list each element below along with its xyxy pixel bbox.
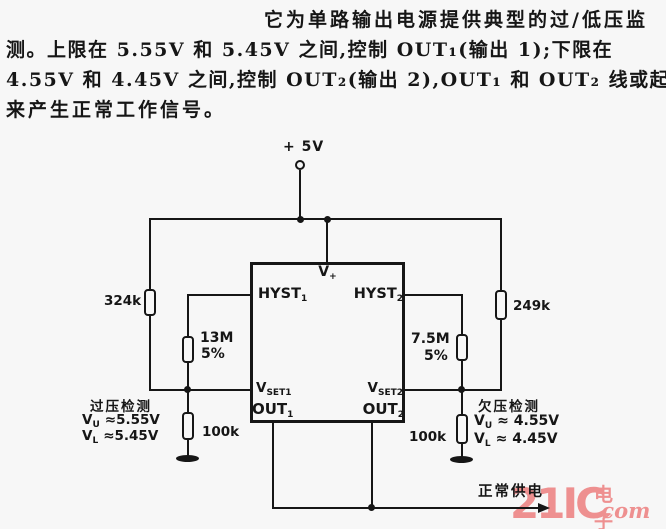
resistor-324k [144, 289, 156, 316]
resistor-13m-tolerance-label: 5% [201, 346, 225, 362]
wire-supply-stub [299, 170, 301, 220]
wire-249k-top [500, 220, 502, 292]
junction-dot-supply [297, 216, 304, 223]
resistor-75m-value-label: 7.5M [411, 331, 450, 347]
resistor-249k-label: 249k [513, 298, 551, 314]
ic-pin-hyst1-label: HYST1 [258, 286, 308, 304]
resistor-13m-value-label: 13M [200, 330, 234, 346]
watermark-domain: .com [594, 498, 651, 523]
ground-icon-left [176, 455, 199, 462]
overvoltage-title: 过压检测 [90, 399, 152, 415]
wire-vset1 [149, 389, 252, 391]
wire-100k-left-top [187, 391, 189, 414]
undervoltage-lower-limit: VL≈ 4.45V [474, 431, 558, 449]
resistor-100k-left-label: 100k [202, 424, 240, 440]
wire-13m-top [187, 296, 189, 338]
junction-dot-vset1 [184, 386, 191, 393]
watermark-site-name: 电子网 [594, 484, 615, 529]
resistor-75m-tolerance-label: 5% [424, 348, 448, 364]
ground-icon-right [450, 456, 473, 463]
overvoltage-lower-limit: VL≈5.45V [82, 428, 159, 446]
paragraph-line-1: 它为单路输出电源提供典型的过/低压监 [264, 9, 648, 31]
resistor-13m [182, 336, 194, 363]
wire-75m-bottom [461, 359, 463, 391]
ic-pin-out2-label: OUT2 [362, 400, 404, 420]
undervoltage-title: 欠压检测 [478, 399, 540, 415]
ic-body [250, 262, 405, 423]
wire-75m-top [461, 296, 463, 336]
undervoltage-upper-limit: VU≈ 4.55V [474, 413, 560, 431]
paragraph-line-3: 4.55V 和 4.45V 之间,控制 OUT₂(输出 2),OUT₁ 和 OU… [6, 69, 666, 91]
ic-pin-hyst2-label: HYST2 [353, 286, 403, 304]
wire-13m-bottom [187, 361, 189, 391]
resistor-100k-left [182, 412, 194, 440]
wire-249k-bottom [500, 318, 502, 391]
wire-324k-bottom [149, 314, 151, 391]
wire-out2-drop [371, 423, 373, 509]
wire-hyst2 [405, 294, 463, 296]
junction-dot-vset2 [458, 386, 465, 393]
wire-vset2 [405, 389, 502, 391]
supply-terminal-icon [295, 160, 305, 170]
ic-pin-vplus-label: V+ [318, 264, 337, 282]
resistor-100k-right-label: 100k [409, 429, 447, 445]
wire-out1-drop [272, 423, 274, 509]
ic-pin-out1-label: OUT1 [252, 400, 294, 420]
wire-vplus-drop [326, 220, 328, 262]
watermark-brand: 21IC [510, 479, 606, 528]
wire-output-line [272, 507, 540, 509]
normal-power-label: 正常供电 [478, 484, 544, 500]
ic-pin-vset1-label: VSET1 [256, 380, 292, 398]
junction-dot-output [368, 504, 375, 511]
arrow-right-icon [538, 503, 550, 513]
overvoltage-upper-limit: VU≈5.55V [82, 412, 160, 430]
junction-dot-vplus [324, 216, 331, 223]
resistor-75m [456, 334, 468, 361]
wire-100k-right-top [461, 391, 463, 416]
resistor-249k [495, 290, 507, 320]
ic-pin-vset2-label: VSET2 [367, 380, 403, 398]
wire-100k-left-bottom [187, 438, 189, 457]
wire-hyst1 [187, 294, 252, 296]
supply-voltage-label: + 5V [283, 139, 325, 155]
wire-324k-top [149, 220, 151, 291]
resistor-324k-label: 324k [104, 293, 142, 309]
paragraph-line-4: 来产生正常工作信号。 [6, 99, 227, 121]
wire-100k-right-bottom [461, 442, 463, 458]
resistor-100k-right [456, 414, 468, 444]
paragraph-line-2: 测。上限在 5.55V 和 5.45V 之间,控制 OUT₁(输出 1);下限在 [6, 39, 614, 61]
